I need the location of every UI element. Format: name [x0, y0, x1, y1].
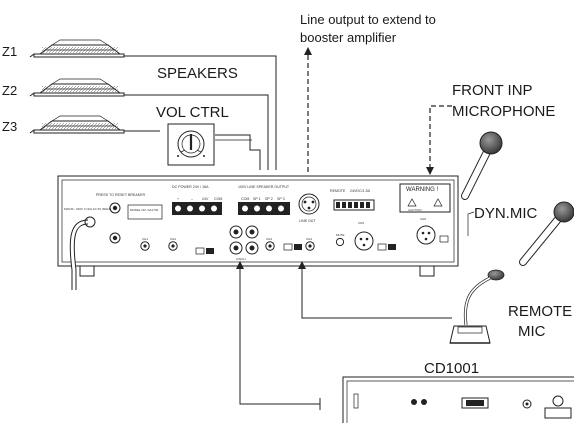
model-tag [127, 204, 163, 220]
breaker-label: PRESS TO RESET BREAKER [96, 193, 146, 197]
front-inp-label-2: MICROPHONE [452, 103, 555, 120]
line-output-label-1: Line output to extend to [300, 12, 436, 27]
warning-label: WARNING ! [406, 187, 438, 193]
dc-minus-label: – [191, 197, 193, 201]
dc-power-label: DC POWER 24V / 16A [172, 185, 209, 189]
ch2-label: CH2 [170, 237, 176, 241]
remote-mic-label-2: MIC [518, 323, 546, 340]
ch4-label: CH4 [306, 237, 312, 241]
channel-row: CH1 CH2 CINCH CH3 CH4 MUTE CH5 [140, 217, 449, 261]
front-mic-arrow [426, 105, 452, 175]
dyn-microphone [519, 201, 574, 266]
dc-com-label: COM [214, 197, 222, 201]
caution-label: CAUTION [408, 208, 422, 212]
front-microphone [461, 131, 503, 200]
ch6-label: CH6 [420, 217, 426, 221]
ch5-label: CH5 [358, 221, 364, 225]
line-output-label-2: booster amplifier [300, 30, 397, 45]
warning-block: WARNING ! CAUTION [399, 183, 451, 213]
dc-plus-label: + [177, 197, 179, 201]
speaker-output-terminal: 100V LINE SPEAKER OUTPUT COM SP 1 SP 2 S… [238, 185, 290, 215]
remote-mic-cable [298, 261, 452, 319]
cd-player-rear-panel [342, 376, 574, 423]
mains-cord [69, 216, 96, 290]
remote-mic-label-1: REMOTE [508, 303, 572, 320]
remote-power-label: 24VDC/1.5A [350, 189, 371, 193]
speaker-z1 [29, 39, 125, 58]
mute-label: MUTE [336, 233, 345, 237]
line-out-connector: LINE OUT [298, 193, 320, 223]
remote-label: REMOTE [330, 189, 346, 193]
speaker-z3 [29, 115, 125, 134]
spk-com-label: COM [241, 197, 249, 201]
ch1-label: CH1 [142, 237, 148, 241]
ch3-label: CH3 [266, 237, 272, 241]
spk1-label: SP 1 [253, 197, 261, 201]
dc-24v-label: 24V [202, 197, 209, 201]
remote-terminal: REMOTE 24VDC/1.5A [330, 189, 375, 211]
vol-ctrl-label: VOL CTRL [156, 104, 229, 121]
cd-cable [236, 261, 320, 405]
breaker: PRESS TO RESET BREAKER [96, 193, 146, 244]
cd-model-label: CD1001 [424, 360, 479, 377]
model-label: MODEL NO. SA1700 [130, 208, 159, 212]
volume-control [167, 123, 215, 166]
speaker-wiring [124, 55, 277, 170]
front-inp-label-1: FRONT INP [452, 82, 533, 99]
speaker-output-label: 100V LINE SPEAKER OUTPUT [238, 185, 290, 189]
cinch-label: CINCH [236, 257, 246, 261]
dc-power-terminal: DC POWER 24V / 16A + – 24V COM [172, 185, 222, 215]
line-out-label: LINE OUT [299, 219, 316, 223]
zone-label-z1: Z1 [2, 44, 17, 59]
speakers-label: SPEAKERS [157, 65, 238, 82]
speaker-z2 [29, 78, 125, 97]
spk3-label: SP 3 [277, 197, 285, 201]
zone-label-z2: Z2 [2, 83, 17, 98]
dyn-mic-label: DYN.MIC [474, 205, 538, 222]
remote-microphone [449, 269, 505, 344]
dyn-mic-lead [467, 211, 475, 236]
zone-label-z3: Z3 [2, 119, 17, 134]
amplifier-rear-panel [57, 175, 459, 277]
mains-label: MAINS : 230V 3 (3A) AC 50 (60HZ) [64, 207, 111, 211]
spk2-label: SP 2 [265, 197, 273, 201]
